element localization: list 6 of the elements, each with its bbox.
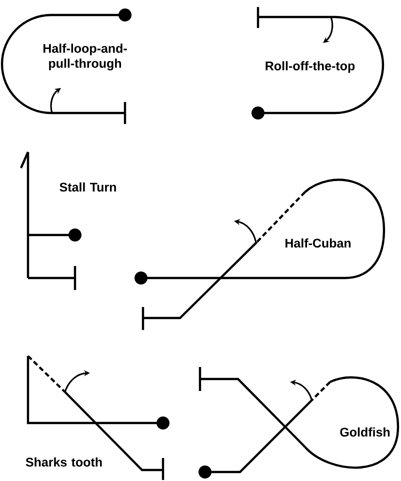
figure-name: Sharks tooth	[26, 457, 102, 467]
figure-name: Half-Cuban	[286, 238, 351, 248]
figure-name: Half-loop-and-pull-through	[43, 44, 127, 70]
figure-name: Goldfish	[340, 427, 390, 437]
figure-name: Roll-off-the-top	[266, 61, 355, 73]
figure-name: Stall Turn	[60, 182, 116, 192]
